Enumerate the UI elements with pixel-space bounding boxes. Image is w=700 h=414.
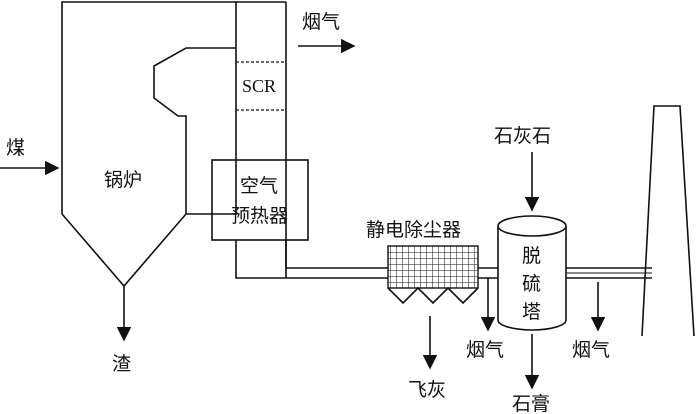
esp-hoppers <box>387 286 479 305</box>
chimney <box>641 105 695 337</box>
esp-label: 静电除尘器 <box>366 219 461 241</box>
flue-gas-mid-label: 烟气 <box>466 339 504 361</box>
air-preheater-label-1: 空气 <box>240 175 278 197</box>
flue-gas-top-label: 烟气 <box>302 11 340 33</box>
desulf-label-2: 硫 <box>522 273 541 295</box>
limestone-label: 石灰石 <box>494 125 551 147</box>
desulf-label-1: 脱 <box>522 245 541 267</box>
boiler-outline <box>61 1 237 288</box>
flue-gas-right-label: 烟气 <box>572 339 610 361</box>
duct-right-lower <box>285 240 388 269</box>
air-preheater-label-2: 预热器 <box>231 205 288 227</box>
scr-label: SCR <box>242 76 276 96</box>
coal-label: 煤 <box>6 137 25 159</box>
slag-label: 渣 <box>112 353 131 375</box>
desulf-label-3: 塔 <box>522 301 541 323</box>
fly-ash-label: 飞灰 <box>408 379 446 401</box>
desulf-tower-body <box>497 226 567 331</box>
air-preheater-box <box>211 159 309 241</box>
esp-body <box>387 245 479 289</box>
boiler-inner-arch <box>153 47 236 214</box>
boiler-label: 锅炉 <box>104 169 142 191</box>
desulf-tower-top <box>497 215 567 237</box>
gypsum-label: 石膏 <box>512 392 550 414</box>
duct-left-lower <box>235 240 388 279</box>
